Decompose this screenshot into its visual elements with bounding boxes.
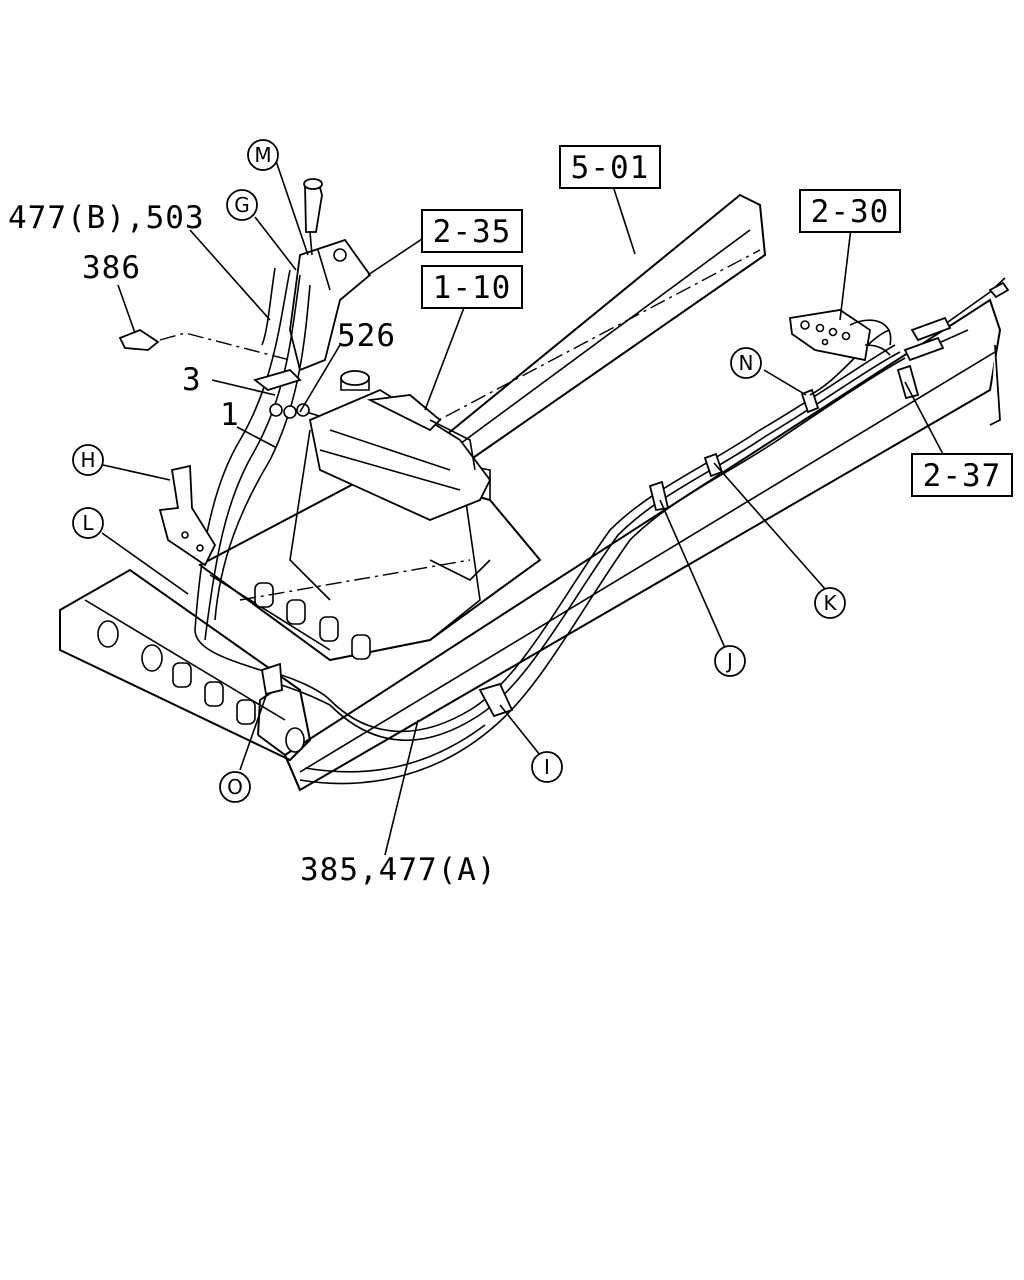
- svg-text:H: H: [80, 448, 95, 472]
- ref-box-2-35: 2-35: [421, 209, 523, 253]
- cross-member: [59, 568, 312, 762]
- svg-text:5-01: 5-01: [571, 150, 650, 186]
- svg-text:M: M: [254, 143, 271, 167]
- callout-m: M: [247, 139, 279, 171]
- component-2-30: [788, 309, 892, 362]
- part-386-clip: [118, 328, 302, 391]
- cable-bundle-left: [194, 267, 331, 706]
- ref-box-2-30: 2-30: [799, 189, 901, 233]
- svg-text:J: J: [725, 649, 733, 673]
- label-3: 3: [182, 362, 202, 398]
- svg-text:O: O: [227, 775, 243, 799]
- callout-l: L: [72, 507, 104, 539]
- svg-text:G: G: [234, 193, 250, 217]
- callout-n: N: [730, 347, 762, 379]
- callout-o: O: [219, 771, 251, 803]
- callout-j: J: [714, 645, 746, 677]
- frame-rail-back: [419, 193, 767, 461]
- svg-text:2-30: 2-30: [811, 194, 890, 230]
- svg-text:L: L: [82, 511, 94, 535]
- svg-text:2-35: 2-35: [433, 214, 512, 250]
- label-477b-503: 477(B),503: [8, 200, 205, 236]
- svg-text:2-37: 2-37: [923, 458, 1002, 494]
- cable-run-right: [299, 329, 906, 785]
- frame-rail-right: [257, 298, 1002, 792]
- bracket-h: [158, 464, 217, 567]
- label-526: 526: [337, 318, 396, 354]
- radiator-assembly: [308, 370, 492, 521]
- connector-2-37: [896, 277, 1010, 426]
- label-386: 386: [82, 250, 141, 286]
- svg-text:1-10: 1-10: [433, 270, 512, 306]
- shift-lever: [289, 178, 372, 372]
- ref-box-1-10: 1-10: [421, 265, 523, 309]
- leader-lines: [101, 157, 946, 856]
- label-385-477a: 385,477(A): [300, 852, 497, 888]
- ref-box-2-37: 2-37: [911, 453, 1013, 497]
- svg-text:N: N: [739, 351, 754, 375]
- callout-k: K: [814, 587, 846, 619]
- callout-i: I: [531, 751, 563, 783]
- callout-h: H: [72, 444, 104, 476]
- svg-text:I: I: [544, 755, 550, 779]
- label-1: 1: [220, 397, 240, 433]
- svg-text:K: K: [823, 591, 837, 615]
- ref-box-5-01: 5-01: [559, 145, 661, 189]
- callout-g: G: [226, 189, 258, 221]
